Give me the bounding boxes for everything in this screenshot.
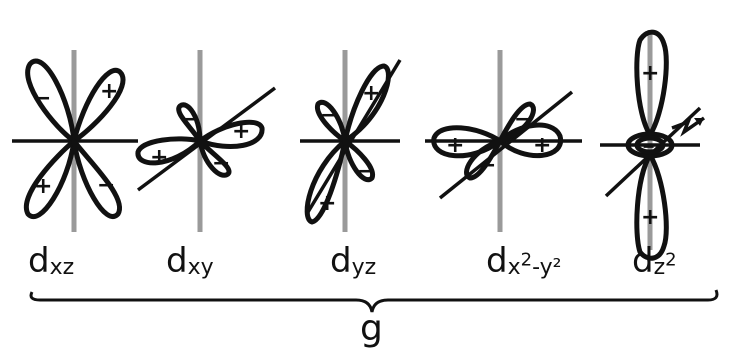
dxz-lobe-lower-left	[23, 138, 77, 219]
dx2y2-sign-lower: −	[478, 153, 496, 178]
orbital-dz2: + + −	[600, 29, 706, 261]
label-dx2y2-sup: 2	[520, 249, 533, 271]
label-dxz-sub: xz	[49, 255, 75, 280]
dyz-lobe-lower-right	[342, 138, 376, 183]
dyz-sign-upper: +	[362, 81, 380, 106]
dz2-sign-lower: +	[641, 205, 659, 230]
dz2-sign-upper: +	[641, 61, 659, 86]
dyz-lobe-upper-left	[314, 99, 348, 144]
dx2y2-sign-right: +	[533, 133, 551, 158]
group-label: g	[360, 308, 383, 349]
label-dz2-main: d	[632, 241, 654, 281]
dxz-sign-upper-left: −	[33, 86, 51, 111]
dz2-torus-inner	[634, 135, 666, 155]
dxz-lobe-upper-left	[25, 58, 77, 144]
dxy-sign-upper: −	[182, 107, 200, 132]
dyz-sign-upper-left: −	[320, 103, 338, 128]
dz2-arrow-head	[694, 118, 704, 126]
label-dz2: dz2	[632, 241, 677, 281]
dxz-sign-upper-right: +	[100, 79, 118, 104]
dxy-lobe-upper	[176, 102, 203, 144]
dyz-lobe-upper	[342, 63, 391, 144]
label-dx2y2-sub-x: x	[507, 255, 521, 280]
dxy-lobe-right	[197, 119, 265, 149]
label-dyz-main: d	[330, 241, 352, 281]
dxy-sign-right: +	[232, 119, 250, 144]
label-dyz: dyz	[330, 241, 377, 281]
label-dyz-sub: yz	[351, 255, 377, 280]
dyz-sign-lower: +	[318, 191, 336, 216]
dz2-sign-torus: −	[642, 137, 655, 156]
dz2-torus-outer	[625, 131, 675, 159]
dz2-lobe-lower	[634, 152, 669, 261]
dxz-sign-lower-left: +	[34, 174, 52, 199]
dxy-sign-left: +	[150, 145, 168, 170]
label-dz2-sub: z2	[653, 251, 677, 280]
dxy-lobe-lower	[197, 138, 232, 178]
dx2y2-sign-upper: −	[514, 107, 532, 132]
label-dx2y2-sub: x2-y²	[507, 251, 562, 280]
dx2y2-lobe-upper	[497, 101, 536, 144]
dyz-sign-lower-right: −	[357, 159, 375, 184]
dx2y2-lobe-left	[431, 125, 503, 159]
label-dxz: dxz	[28, 241, 75, 281]
label-dx2y2-main: d	[486, 241, 508, 281]
label-dxy: dxy	[166, 241, 214, 281]
orbital-dx2-y2: + + − −	[425, 50, 582, 232]
dz2-lobe-upper	[634, 29, 669, 138]
group-brace	[29, 289, 719, 313]
dxz-lobe-upper-right	[71, 67, 126, 144]
dxy-lobe-left	[135, 136, 203, 166]
orbital-dyz: + + − −	[300, 50, 402, 232]
label-dx2-y2: dx2-y²	[486, 241, 562, 281]
label-dz2-sub-z: z	[653, 255, 666, 280]
label-dxy-sub: xy	[187, 255, 214, 280]
dxz-sign-lower-right: −	[97, 173, 115, 198]
label-dxz-main: d	[28, 241, 50, 281]
dxz-lobe-lower-right	[71, 138, 123, 219]
dz2-arrow-stroke	[671, 116, 706, 137]
label-dxy-main: d	[166, 241, 188, 281]
orbital-dxz: − + + −	[12, 50, 138, 232]
dyz-lobe-lower	[304, 138, 348, 225]
dxy-sign-lower: −	[212, 151, 230, 176]
dx2y2-lobe-lower	[464, 138, 503, 181]
dx2y2-sign-left: +	[446, 133, 464, 158]
label-dz2-sup: 2	[665, 249, 677, 271]
label-dx2y2-sub-y: -y²	[532, 255, 562, 280]
orbital-dxy: + + − −	[135, 50, 277, 232]
